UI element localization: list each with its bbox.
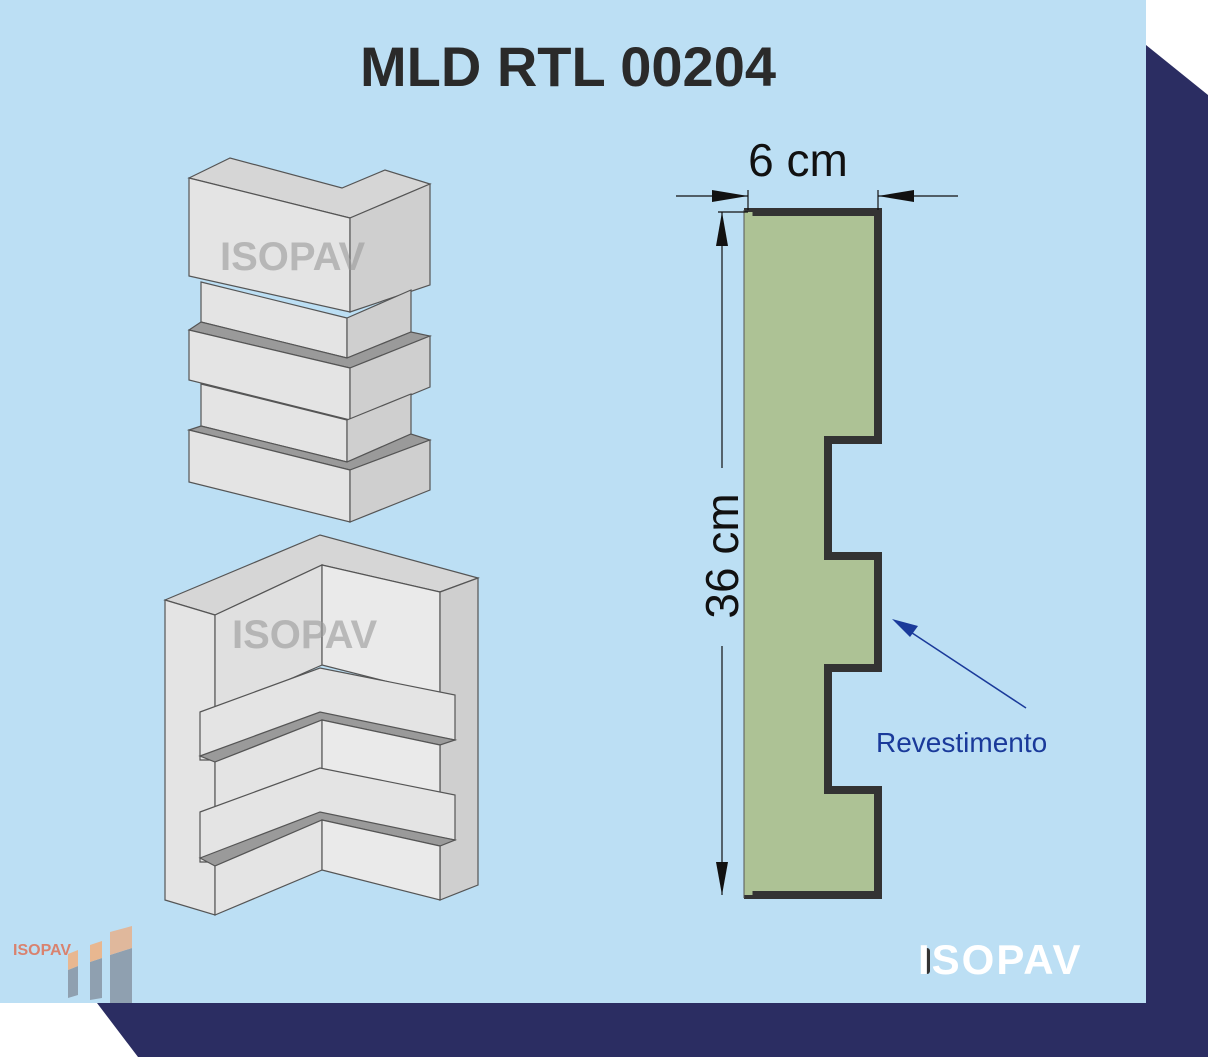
isometric-view-top — [186, 157, 433, 523]
width-dimension — [676, 190, 958, 210]
annotation-arrowhead — [892, 619, 918, 637]
product-title: MLD RTL 00204 — [360, 35, 776, 98]
isopav-logo-bottom-right: ISOPAV — [918, 936, 1082, 983]
annotation-arrow-line — [899, 624, 1027, 709]
isometric-view-bottom — [163, 534, 480, 916]
width-label: 6 cm — [748, 134, 848, 186]
svg-text:ISOPAV: ISOPAV — [918, 936, 1082, 983]
isopav-logo-bottom-left: ISOPAV — [13, 926, 132, 1003]
height-dimension — [716, 211, 748, 895]
watermark-top: ISOPAV — [220, 235, 366, 279]
annotation-label: Revestimento — [876, 727, 1047, 758]
watermark-bottom: ISOPAV — [232, 613, 378, 657]
svg-text:ISOPAV: ISOPAV — [13, 942, 71, 959]
profile-section — [744, 208, 882, 899]
height-label: 36 cm — [696, 493, 748, 618]
